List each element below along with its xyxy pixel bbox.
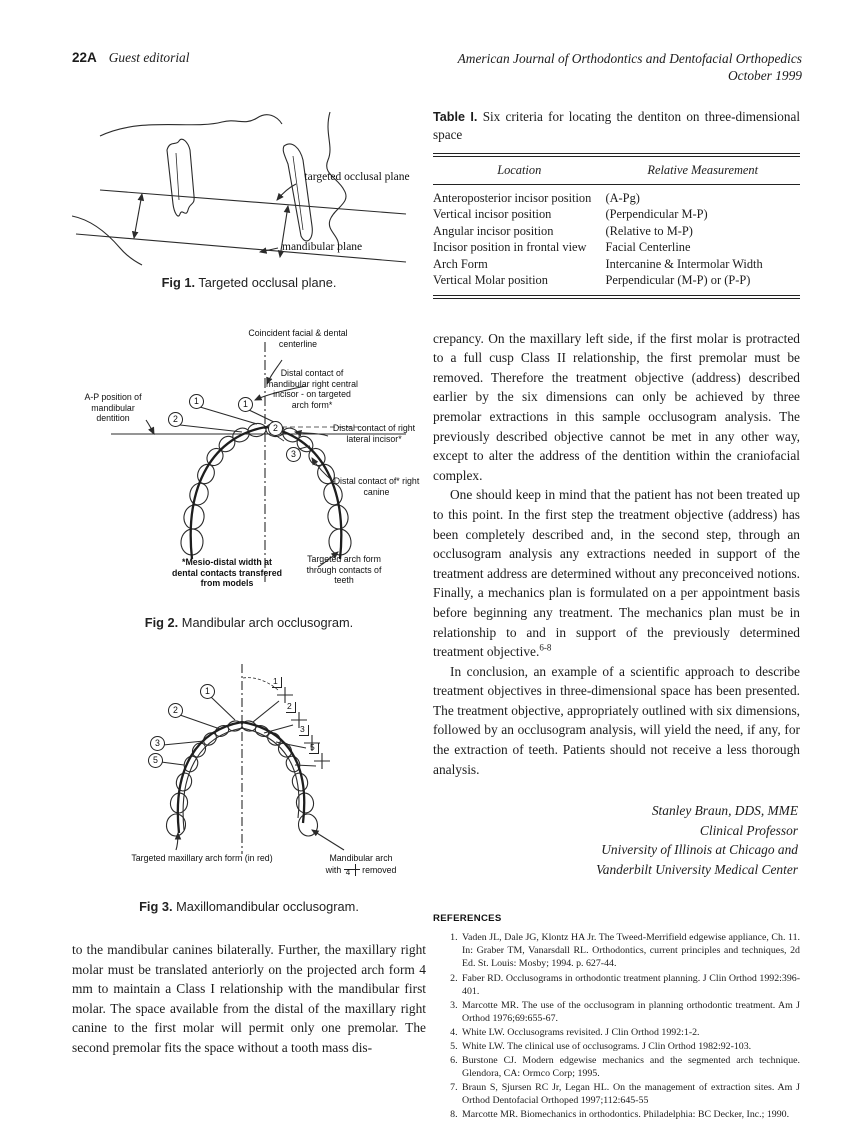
page-number: 22A	[72, 50, 97, 65]
fig3-circle-2: 2	[168, 703, 183, 718]
fig2-label-lateral-incisor: Distal contact of right lateral incisor*	[332, 423, 416, 444]
table-header-row: Location Relative Measurement	[433, 157, 800, 184]
section-title: Guest editorial	[108, 50, 190, 65]
table-row: Arch Form Intercanine & Intermolar Width	[433, 256, 763, 271]
author-affiliation-1: University of Illinois at Chicago and	[601, 842, 798, 858]
fig2-drawing	[111, 342, 406, 582]
figure-2: 1 2 1 2 3 Coincident facial & dental cen…	[72, 324, 426, 606]
fig2-caption-text: Mandibular arch occlusogram.	[181, 615, 354, 630]
references-list: Vaden JL, Dale JG, Klontz HA Jr. The Twe…	[433, 931, 800, 1121]
left-column-paragraph: to the mandibular canines bilaterally. F…	[72, 942, 426, 1055]
fig3-circle-1: 1	[200, 684, 215, 699]
table-row: Vertical Molar position Perpendicular (M…	[433, 273, 751, 288]
fig3-circle-3: 3	[150, 736, 165, 751]
fig3-label-maxillary-arch: Targeted maxillary arch form (in red)	[131, 853, 273, 863]
fig1-drawing	[72, 111, 407, 266]
paragraph-1: crepancy. On the maxillary left side, if…	[433, 330, 800, 483]
fig2-footnote: *Mesio-distal width at dental contacts t…	[172, 557, 282, 589]
extracted-tooth-symbol: 4	[343, 863, 360, 876]
table-row: Anteroposterior incisor position (A-Pg)	[433, 190, 640, 205]
fig2-circle-right-2: 2	[268, 421, 283, 436]
fig1-caption-text: Targeted occlusal plane.	[198, 275, 337, 290]
fig3-caption-label: Fig 3.	[139, 899, 173, 914]
fig3-mark-2: 2	[286, 702, 296, 713]
fig3-caption: Fig 3. Maxillomandibular occlusogram.	[72, 899, 426, 914]
table-title: Table I. Six criteria for locating the d…	[433, 109, 800, 142]
table-rule-mid	[433, 183, 800, 185]
paragraph-2: One should keep in mind that the patient…	[433, 487, 800, 660]
table-row: Angular incisor position (Relative to M-…	[433, 223, 693, 238]
reference-item: White LW. The clinical use of occlusogra…	[460, 1040, 800, 1053]
references-section: REFERENCES Vaden JL, Dale JG, Klontz HA …	[433, 913, 800, 1121]
reference-item: Faber RD. Occlusograms in orthodontic tr…	[460, 972, 800, 998]
fig2-label-centerline: Coincident facial & dental centerline	[248, 328, 348, 349]
fig3-drawing	[160, 664, 345, 854]
right-column: Table I. Six criteria for locating the d…	[433, 100, 800, 1122]
author-name: Stanley Braun, DDS, MME	[651, 803, 798, 819]
figure-3: 1 2 3 5 1 2 3 5 Targeted maxillary arch …	[72, 658, 426, 890]
references-heading: REFERENCES	[433, 913, 502, 925]
fig2-circle-right-1: 1	[238, 397, 253, 412]
table-col-header-location: Location	[497, 162, 542, 177]
fig3-mark-3: 3	[299, 725, 309, 736]
page-header: 22A Guest editorial American Journal of …	[72, 50, 802, 84]
fig3-caption-text: Maxillomandibular occlusogram.	[176, 899, 359, 914]
fig2-circle-left-2: 2	[168, 412, 183, 427]
fig1-caption: Fig 1. Targeted occlusal plane.	[72, 275, 426, 290]
table-rule-bottom	[433, 294, 800, 299]
fig2-label-arch-form: Targeted arch form through contacts of t…	[306, 554, 382, 586]
table-col-header-measurement: Relative Measurement	[647, 162, 759, 177]
reference-item: Marcotte MR. The use of the occlusogram …	[460, 999, 800, 1025]
fig2-label-canine: Distal contact of* right canine	[333, 476, 420, 497]
table-1: Table I. Six criteria for locating the d…	[433, 108, 800, 299]
table-body: Anteroposterior incisor position (A-Pg) …	[433, 185, 800, 295]
citation-superscript: 6-8	[539, 642, 552, 653]
fig2-caption-label: Fig 2.	[144, 615, 179, 630]
table-row: Incisor position in frontal view Facial …	[433, 240, 691, 255]
author-title: Clinical Professor	[699, 822, 798, 838]
table-label: Table I.	[433, 110, 478, 124]
fig2-circle-left-1: 1	[189, 394, 204, 409]
issue-date: October 1999	[727, 68, 802, 83]
table-rule-top	[433, 153, 800, 157]
fig2-label-central-incisor: Distal contact of mandibular right centr…	[266, 368, 358, 410]
journal-title: American Journal of Orthodontics and Den…	[457, 51, 802, 66]
fig1-label-mandibular-plane: mandibular plane	[282, 241, 363, 253]
author-signature: Stanley Braun, DDS, MME Clinical Profess…	[433, 801, 800, 879]
fig2-label-ap-position: A-P position of mandibular dentition	[84, 392, 142, 424]
fig3-circle-5: 5	[148, 753, 163, 768]
fig3-mark-1: 1	[272, 677, 282, 688]
author-affiliation-2: Vanderbilt University Medical Center	[596, 861, 798, 877]
fig2-circle-right-3: 3	[286, 447, 301, 462]
paragraph-3: In conclusion, an example of a scientifi…	[433, 663, 800, 777]
figure-1: targeted occlusal plane mandibular plane	[72, 108, 426, 266]
reference-item: Vaden JL, Dale JG, Klontz HA Jr. The Twe…	[460, 931, 800, 970]
reference-item: Burstone CJ. Modern edgewise mechanics a…	[460, 1054, 800, 1080]
reference-item: Braun S, Sjursen RC Jr, Legan HL. On the…	[460, 1081, 800, 1107]
fig3-mark-5: 5	[309, 743, 319, 754]
fig3-label-mandibular-arch: Mandibular arch with 4 removed	[325, 853, 397, 877]
reference-item: White LW. Occlusograms revisited. J Clin…	[460, 1026, 800, 1039]
table-row: Vertical incisor position (Perpendicular…	[433, 207, 708, 222]
left-column: targeted occlusal plane mandibular plane…	[72, 100, 426, 1058]
fig2-caption: Fig 2. Mandibular arch occlusogram.	[72, 615, 426, 630]
fig1-label-occlusal-plane: targeted occlusal plane	[304, 171, 410, 183]
fig1-caption-label: Fig 1.	[161, 275, 196, 290]
reference-item: Marcotte MR. Biomechanics in orthodontic…	[460, 1108, 800, 1121]
